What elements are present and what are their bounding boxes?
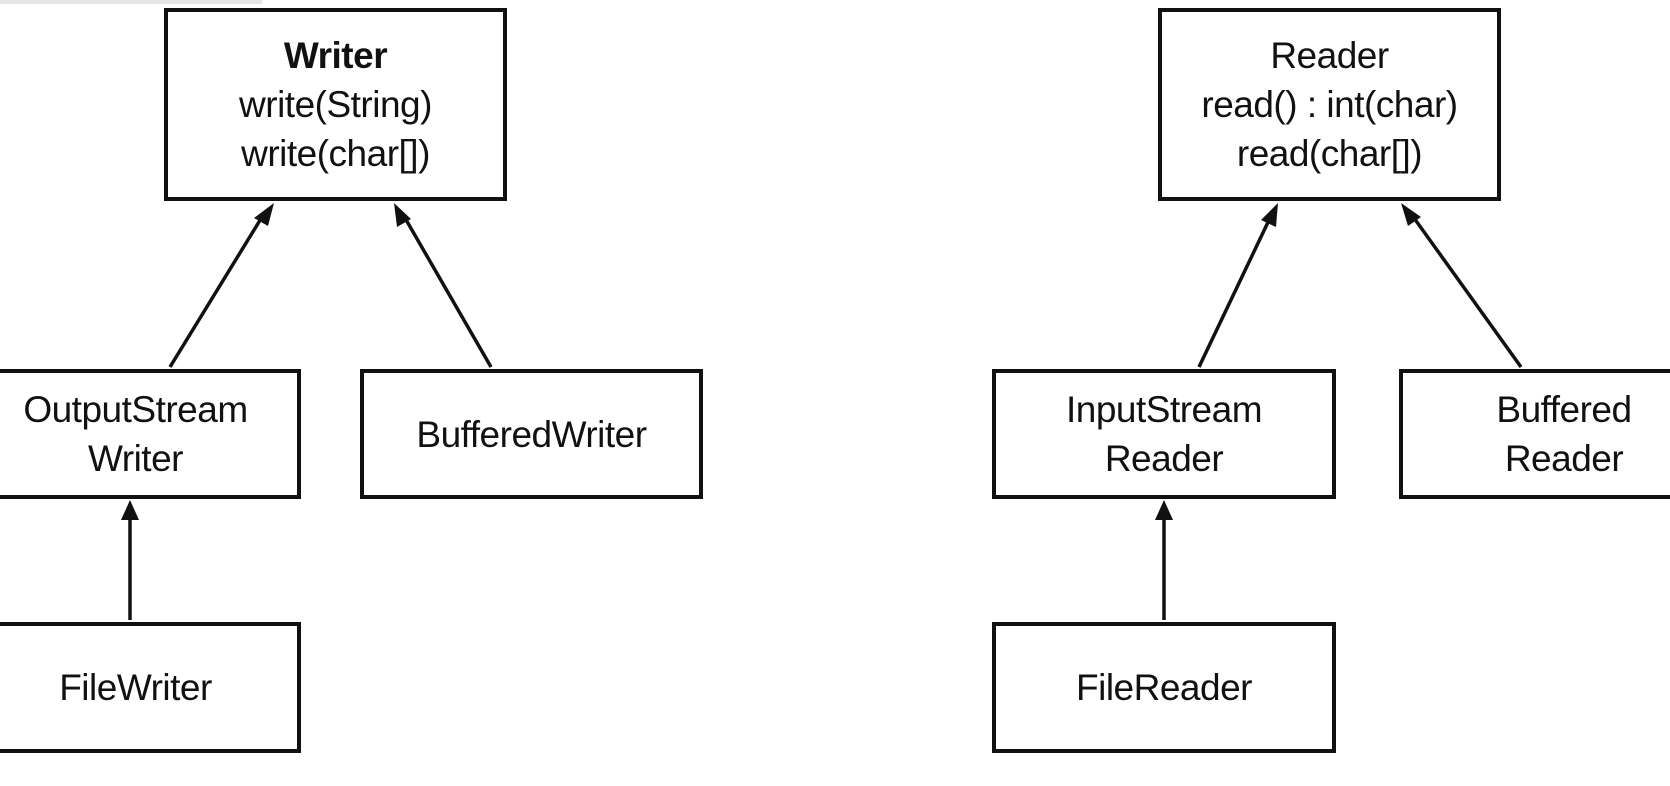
reader-class-box: Reader read() : int(char) read(char[]) [1158, 8, 1501, 201]
top-edge-strip [0, 0, 262, 4]
filereader-class-box: FileReader [992, 622, 1336, 753]
reader-method: read() : int(char) [1201, 84, 1458, 125]
reader-class-title: Reader [1270, 35, 1389, 76]
filewriter-label: FileWriter [59, 667, 212, 708]
bufferedreader-label-line: Buffered [1496, 389, 1632, 430]
writer-method: write(String) [239, 84, 432, 125]
arrow-filewriter-to-outputstreamwriter [121, 500, 139, 620]
arrow-inputstreamreader-to-reader [1197, 203, 1278, 368]
arrow-bufferedwriter-to-writer [394, 203, 493, 368]
writer-class-box: Writer write(String) write(char[]) [164, 8, 507, 201]
arrow-outputstreamwriter-to-writer [168, 203, 274, 368]
bufferedwriter-label: BufferedWriter [416, 413, 647, 455]
arrow-filereader-to-inputstreamreader [1155, 500, 1173, 620]
outputstreamwriter-class-box: OutputStream Writer [0, 369, 301, 499]
outputstreamwriter-label-line: OutputStream [23, 389, 248, 430]
bufferedreader-class-box: Buffered Reader [1399, 369, 1670, 499]
arrow-bufferedreader-to-reader [1401, 203, 1523, 369]
bufferedreader-label-line: Reader [1504, 438, 1624, 479]
filewriter-class-box: FileWriter [0, 622, 301, 753]
writer-method: write(char[]) [241, 133, 430, 174]
writer-class-title: Writer [283, 35, 388, 76]
bufferedwriter-class-box: BufferedWriter [360, 369, 703, 499]
inputstreamreader-class-box: InputStream Reader [992, 369, 1336, 499]
filereader-label: FileReader [1076, 667, 1252, 708]
inputstreamreader-label-line: Reader [1104, 438, 1224, 479]
outputstreamwriter-label-line: Writer [88, 438, 183, 479]
inputstreamreader-label-line: InputStream [1065, 389, 1263, 430]
reader-method: read(char[]) [1236, 133, 1423, 174]
